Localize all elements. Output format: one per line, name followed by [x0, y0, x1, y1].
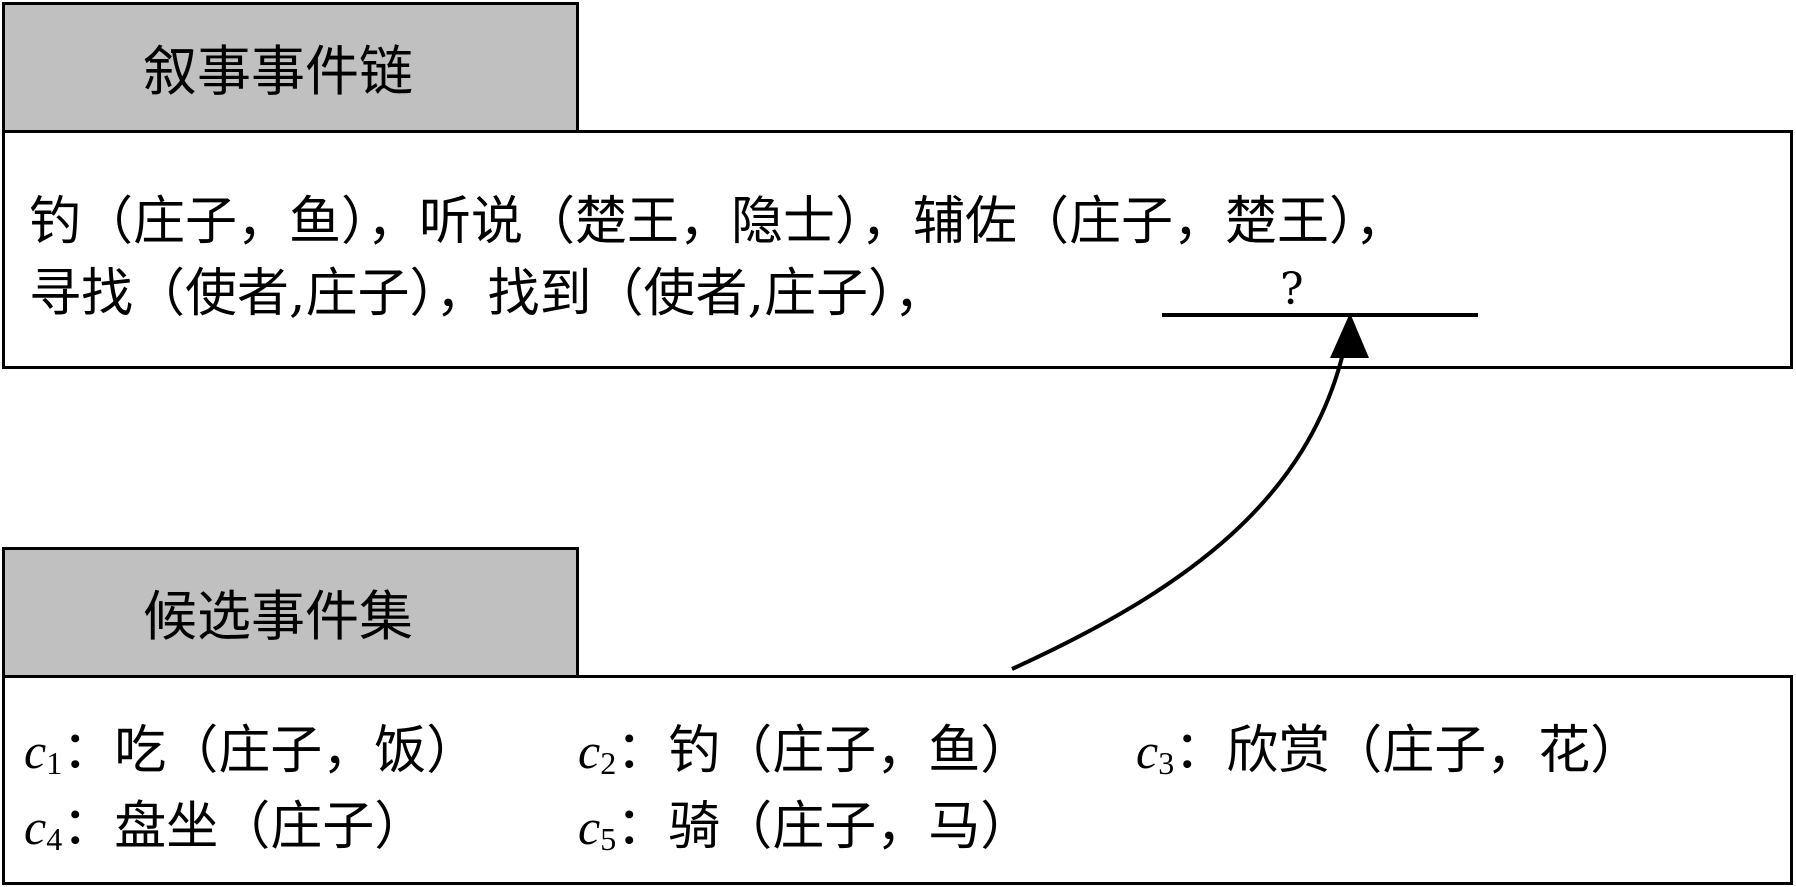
candidate-c2: c2：钓（庄子，鱼） — [578, 725, 1032, 779]
candidate-var: c — [1136, 723, 1159, 779]
arrow-curve — [1011, 344, 1347, 671]
candidate-var: c — [24, 723, 47, 779]
candidate-var: c — [578, 723, 601, 779]
blank-question-mark: ? — [1280, 264, 1304, 315]
chain-tab: 叙事事件链 — [2, 2, 579, 133]
candidate-sub: 3 — [1158, 745, 1175, 781]
candidate-text: ：骑（庄子，马） — [616, 797, 1033, 857]
candidate-var: c — [24, 799, 47, 855]
candidate-sub: 2 — [600, 745, 617, 781]
candidate-text: ：钓（庄子，鱼） — [616, 721, 1033, 781]
candidate-sub: 4 — [46, 821, 63, 857]
arrow-head-icon — [1330, 313, 1369, 358]
candidate-c1: c1：吃（庄子，饭） — [24, 725, 478, 779]
candidates-title: 候选事件集 — [143, 585, 413, 648]
chain-box: 钓（庄子，鱼），听说（楚王，隐士），辅佐（庄子，楚王）， 寻找（使者,庄子），找… — [2, 130, 1793, 369]
candidates-tab: 候选事件集 — [2, 547, 579, 678]
candidate-c5: c5：骑（庄子，马） — [578, 801, 1032, 855]
blank-line — [1162, 313, 1478, 317]
candidates-box — [2, 675, 1793, 885]
chain-line-1: 钓（庄子，鱼），听说（楚王，隐士），辅佐（庄子，楚王）， — [29, 192, 1408, 252]
chain-title: 叙事事件链 — [143, 40, 413, 103]
candidate-text: ：吃（庄子，饭） — [62, 721, 479, 781]
chain-line-2: 寻找（使者,庄子），找到（使者,庄子）， — [29, 264, 947, 324]
candidate-sub: 5 — [600, 821, 617, 857]
candidate-text: ：盘坐（庄子） — [62, 797, 427, 857]
candidate-text: ：欣赏（庄子，花） — [1174, 721, 1643, 781]
candidate-c3: c3：欣赏（庄子，花） — [1136, 725, 1642, 779]
candidate-var: c — [578, 799, 601, 855]
candidate-sub: 1 — [46, 745, 63, 781]
candidate-c4: c4：盘坐（庄子） — [24, 801, 426, 855]
